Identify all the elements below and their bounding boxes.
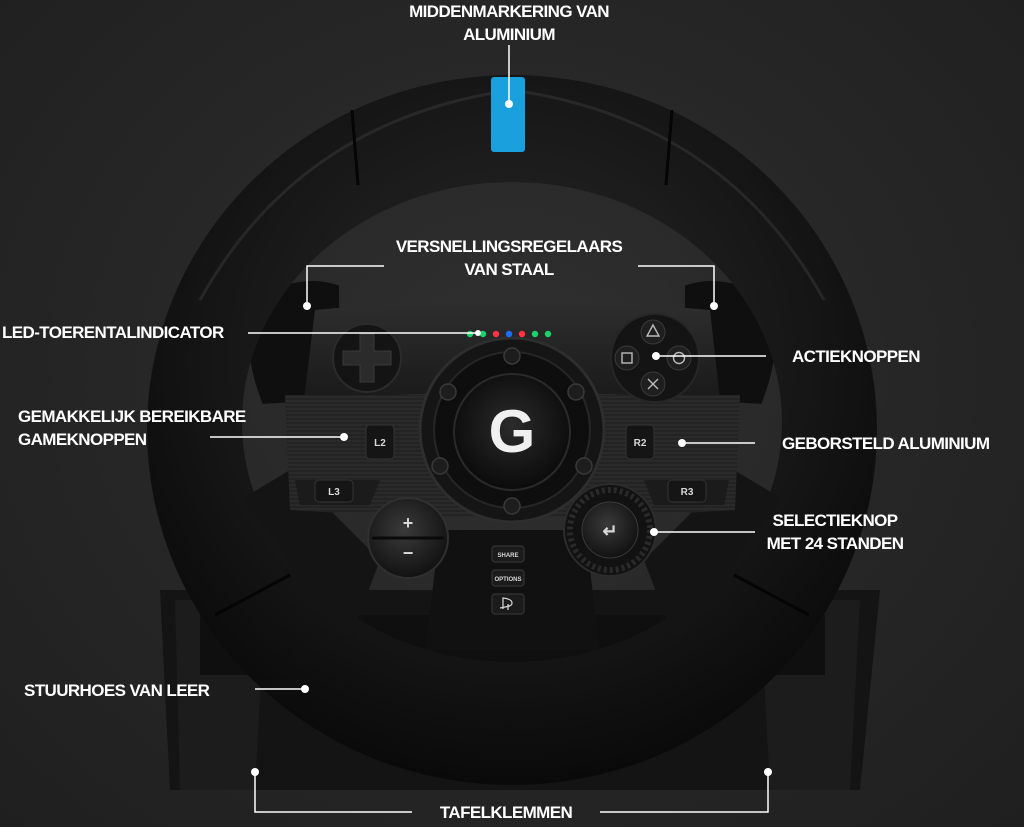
- label-center-marker-line2: ALUMINIUM: [463, 25, 555, 44]
- rpm-led: [479, 330, 487, 338]
- label-center-marker-line1: MIDDENMARKERING VAN: [409, 2, 609, 21]
- rpm-led: [518, 330, 526, 338]
- label-game-buttons: GEMAKKELIJK BEREIKBARE GAMEKNOPPEN: [18, 405, 246, 451]
- svg-text:R3: R3: [681, 487, 694, 498]
- label-leather-cover: STUURHOES VAN LEER: [24, 679, 210, 702]
- rpm-led: [531, 330, 539, 338]
- triangle-icon[interactable]: [640, 319, 666, 345]
- label-selection-dial-line2: MET 24 STANDEN: [766, 534, 904, 553]
- logitech-g-logo: G: [489, 398, 536, 465]
- dpad-icon[interactable]: [332, 323, 402, 393]
- options-button[interactable]: OPTIONS: [491, 569, 525, 587]
- label-rpm-led: LED-TOERENTALINDICATOR: [2, 321, 224, 344]
- svg-text:SHARE: SHARE: [497, 553, 518, 559]
- callout-dots: [251, 100, 772, 776]
- svg-text:+: +: [403, 513, 414, 533]
- playstation-icon[interactable]: [491, 593, 525, 615]
- hub-ring-buttons[interactable]: [431, 347, 593, 515]
- svg-text:L2: L2: [374, 438, 386, 449]
- callout-lines: [210, 45, 769, 813]
- r2-button[interactable]: R2: [625, 424, 655, 460]
- label-paddles-line2: VAN STAAL: [464, 260, 554, 279]
- l2-button[interactable]: L2: [365, 424, 395, 460]
- rpm-led: [505, 330, 513, 338]
- rpm-led: [492, 330, 500, 338]
- circle-icon[interactable]: [666, 345, 692, 371]
- wheel-hub: G: [418, 336, 606, 524]
- label-brushed-aluminum: GEBORSTELD ALUMINIUM: [782, 432, 990, 455]
- label-game-buttons-line2: GAMEKNOPPEN: [18, 430, 147, 449]
- label-rpm-led-text: LED-TOERENTALINDICATOR: [2, 323, 224, 342]
- label-action-buttons-text: ACTIEKNOPPEN: [792, 347, 920, 366]
- r3-button[interactable]: R3: [667, 479, 707, 503]
- svg-text:R2: R2: [634, 438, 647, 449]
- selection-dial[interactable]: ↵: [563, 483, 657, 577]
- label-leather-cover-text: STUURHOES VAN LEER: [24, 681, 210, 700]
- plus-minus-dial[interactable]: + −: [367, 497, 449, 579]
- label-paddles-line1: VERSNELLINGSREGELAARS: [395, 237, 623, 256]
- svg-text:L3: L3: [328, 487, 340, 498]
- enter-icon: ↵: [602, 521, 617, 541]
- label-table-clamps: TAFELKLEMMEN: [412, 801, 600, 824]
- label-selection-dial: SELECTIEKNOP MET 24 STANDEN: [752, 509, 918, 555]
- center-marker-stripe: [491, 77, 525, 152]
- l3-button[interactable]: L3: [314, 479, 354, 503]
- label-action-buttons: ACTIEKNOPPEN: [792, 345, 920, 368]
- rpm-led-indicator: [466, 330, 552, 338]
- label-game-buttons-line1: GEMAKKELIJK BEREIKBARE: [18, 407, 246, 426]
- svg-text:OPTIONS: OPTIONS: [494, 577, 521, 583]
- label-brushed-aluminum-text: GEBORSTELD ALUMINIUM: [782, 434, 990, 453]
- rpm-led: [466, 330, 474, 338]
- square-icon[interactable]: [614, 345, 640, 371]
- rpm-led: [544, 330, 552, 338]
- label-paddles: VERSNELLINGSREGELAARS VAN STAAL: [382, 235, 636, 281]
- svg-text:−: −: [403, 543, 414, 563]
- share-button[interactable]: SHARE: [491, 545, 525, 563]
- label-table-clamps-text: TAFELKLEMMEN: [439, 803, 573, 822]
- label-selection-dial-line1: SELECTIEKNOP: [772, 511, 898, 530]
- cross-icon[interactable]: [640, 371, 666, 397]
- label-center-marker: MIDDENMARKERING VAN ALUMINIUM: [382, 0, 636, 46]
- wheel-spokes: [240, 470, 784, 650]
